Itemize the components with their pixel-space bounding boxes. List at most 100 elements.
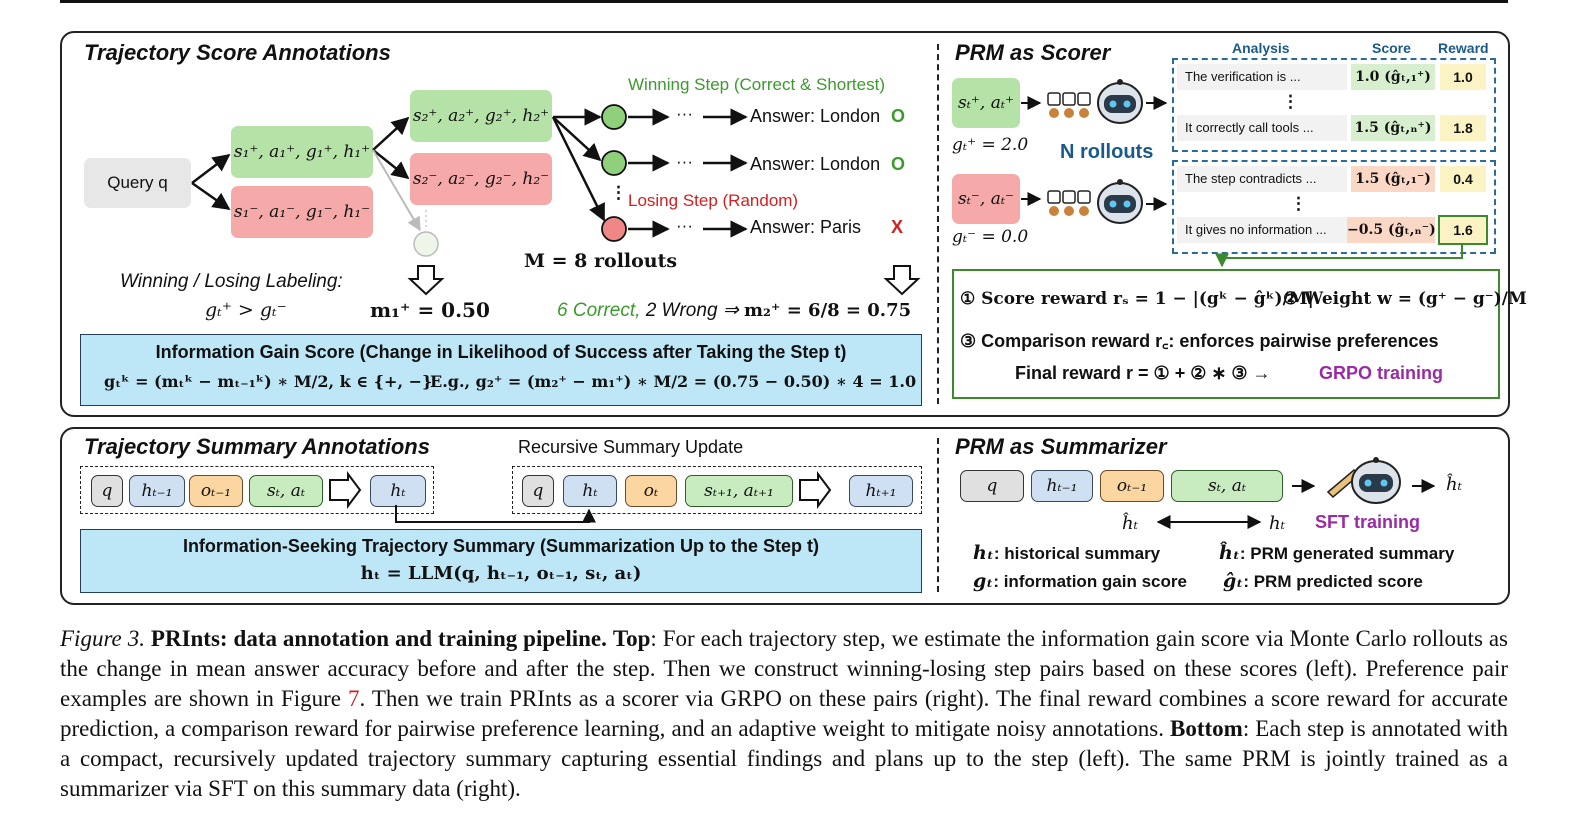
losing-step-label: Losing Step (Random) [628,191,799,210]
legend-h-hat-sym: ĥₜ [1219,542,1240,564]
ellipsis-2: ··· [676,152,693,171]
prm-scorer-title: PRM as Scorer [955,40,1111,65]
row-minus-1-analysis: The step contradicts ... [1177,166,1347,192]
scorer-g-plus: gₜ⁺ = 2.0 [952,135,1029,155]
legend-h-hat-desc: : PRM generated summary [1239,544,1455,563]
comparison-reward: ③ Comparison reward r꜀: enforces pairwis… [960,331,1439,351]
final-reward: Final reward r = ① + ② ∗ ③ → [1015,363,1271,383]
ellipsis-3: ··· [676,216,693,235]
top-panel [60,31,1510,417]
robot-writer-icon [1326,457,1401,504]
seq2-o-t: oₜ [625,475,677,507]
step2-plus-box: s₂⁺, a₂⁺, g₂⁺, h₂⁺ [410,90,552,142]
grpo-training: GRPO training [1319,363,1444,383]
bottom-divider [937,438,939,592]
legend-g-sym: gₜ [973,570,994,592]
row-plus-vdots: ⋮ [1282,92,1299,111]
row-minus-1-score: 1.5 (ĝₜ,₁⁻) [1351,166,1435,192]
caption-top-word: Top [612,626,651,651]
row-minus-1-reward: 0.4 [1440,166,1486,192]
reward-to-final-arrow [1215,243,1463,268]
weight-formula: ② Weight w = (g⁺ − g⁻)/M [1283,289,1527,309]
col-analysis: Analysis [1232,40,1290,56]
dice-icon-2 [1047,190,1091,216]
compare-h-t: hₜ [1269,513,1286,534]
top-rule [60,0,1508,3]
prm-summarizer-title: PRM as Summarizer [955,434,1167,459]
compare-h-hat: ĥₜ [1122,513,1139,534]
faded-arrow [372,149,421,232]
rollout-outcome: 6 Correct, 2 Wrong ⇒ m₂⁺ = 6/8 = 0.75 [557,299,911,322]
row-minus-2-reward: 1.6 [1438,215,1488,245]
row-plus-2-reward: 1.8 [1440,115,1486,141]
rollout-node-3 [601,216,627,242]
row-plus-2-score: 1.5 (ĝₜ,ₙ⁺) [1351,115,1435,141]
info-gain-example: E.g., g₂⁺ = (m₂⁺ − m₁⁺) ∗ M/2 = (0.75 − … [430,372,917,391]
scorer-input-minus: sₜ⁻, aₜ⁻ [952,174,1020,224]
step2-minus-box: s₂⁻, a₂⁻, g₂⁻, h₂⁻ [410,153,552,205]
correct-count: 6 Correct, [557,300,641,321]
vdots-label: ⋮ [610,183,627,202]
sum-s-a: sₜ, aₜ [1171,470,1283,502]
final-reward-box [952,269,1500,399]
sum-o-prev: oₜ₋₁ [1100,470,1164,502]
seq2-h-t: hₜ [563,475,617,507]
row-minus-2-score: −0.5 (ĝₜ,ₙ⁻) [1347,217,1436,243]
caption-text-3: : Each step is annotated with a compact,… [60,716,1508,801]
summary-title: Information-Seeking Trajectory Summary (… [182,536,820,556]
score-reward-formula: ① Score reward rₛ = 1 − |(gᵏ − ĝᵏ)/M| [960,289,1314,309]
seq1-s-a: sₜ, aₜ [249,475,323,507]
row-plus-1-reward: 1.0 [1440,64,1486,90]
legend-h: hₜ: historical summary [973,542,1160,564]
sum-h-prev: hₜ₋₁ [1031,470,1093,502]
caption-title: PRInts: data annotation and training pip… [150,626,607,651]
row-plus-1-score: 1.0 (ĝₜ,₁⁺) [1351,64,1435,90]
sum-output-h-hat: ĥₜ [1446,474,1463,495]
winning-step-label: Winning Step (Correct & Shortest) [628,75,885,94]
bottom-panel [60,427,1510,605]
correct-mark-1: O [891,106,906,126]
wrong-count: 2 Wrong ⇒ [640,300,744,321]
wrong-mark: X [891,217,904,237]
seq1-h-t: hₜ [370,475,426,507]
info-gain-title: Information Gain Score (Change in Likeli… [155,342,847,362]
score-annotations-title: Trajectory Score Annotations [84,40,391,65]
summary-group-2 [512,466,922,514]
seq1-h-prev: hₜ₋₁ [129,475,185,507]
figure-ref-link[interactable]: 7 [348,686,360,711]
legend-h-hat: ĥₜ: PRM generated summary [1219,542,1454,564]
sum-q: q [960,470,1024,502]
m2-value: m₂⁺ = 6/8 = 0.75 [744,300,912,321]
caption-text-2: . Then we train PRInts as a scorer via G… [60,686,1508,741]
labeling-rule: gₜ⁺ > gₜ⁻ [205,299,287,321]
dice-icon-1 [1047,92,1091,118]
row-plus-1-analysis: The verification is ... [1177,64,1347,90]
col-reward: Reward [1438,40,1489,56]
caption-bottom-word: Bottom [1169,716,1243,741]
legend-h-sym: hₜ [973,542,994,564]
summary-formula: hₜ = LLM(q, hₜ₋₁, oₜ₋₁, sₜ, aₜ) [360,563,642,584]
faded-node [413,231,439,257]
row-minus-2-analysis: It gives no information ... [1177,217,1347,243]
answer-3: Answer: Paris [750,217,862,237]
legend-h-desc: : historical summary [993,544,1161,563]
recursive-update-label: Recursive Summary Update [518,437,744,457]
seq2-q: q [522,475,554,507]
sft-training: SFT training [1315,512,1420,532]
figure-caption: Figure 3. PRInts: data annotation and tr… [60,624,1508,804]
n-rollouts: N rollouts [1060,141,1154,163]
legend-g-hat: ĝₜ: PRM predicted score [1223,570,1423,592]
seq2-s-a-next: sₜ₊₁, aₜ₊₁ [685,475,793,507]
seq1-o-prev: oₜ₋₁ [189,475,243,507]
rollout-node-2 [601,150,627,176]
top-divider [937,44,939,404]
step1-plus-box: s₁⁺, a₁⁺, g₁⁺, h₁⁺ [231,126,373,178]
scorer-g-minus: gₜ⁻ = 0.0 [952,227,1029,247]
scorer-arrows [1021,96,1168,211]
info-gain-box [80,334,922,406]
col-score: Score [1372,40,1411,56]
hollow-down-arrow-1 [407,265,445,296]
step1-minus-box: s₁⁻, a₁⁻, g₁⁻, h₁⁻ [231,186,373,238]
caption-text-1: : For each trajectory step, we estimate … [60,626,1508,711]
